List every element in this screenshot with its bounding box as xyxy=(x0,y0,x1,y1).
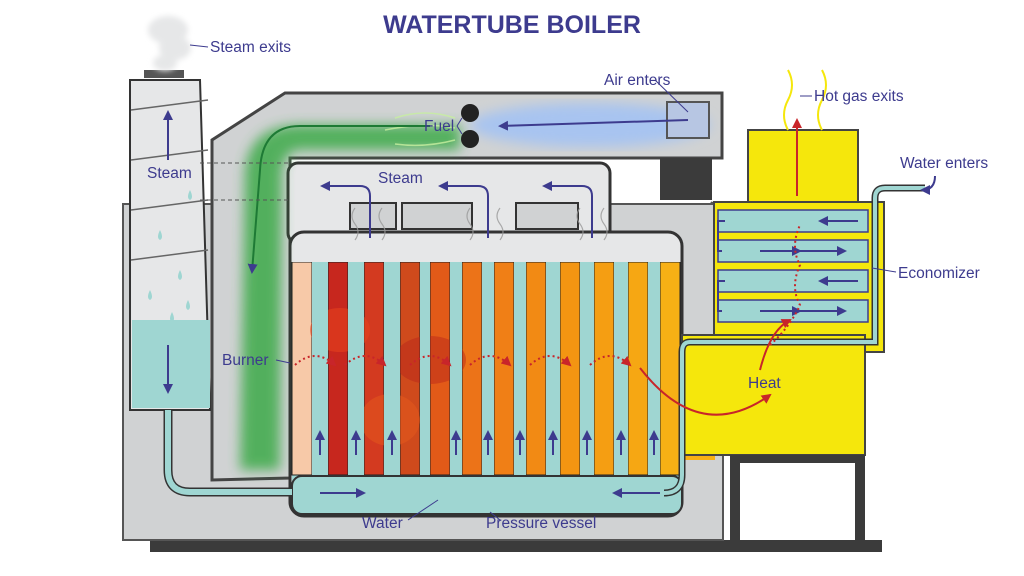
water-drum xyxy=(291,475,683,515)
label-water-enters: Water enters xyxy=(900,155,988,172)
hot-gas-wisps xyxy=(783,69,827,131)
fuel-nozzle-icon xyxy=(461,130,479,148)
steam-wisps xyxy=(351,207,608,241)
label-steam-top: Steam xyxy=(378,170,423,187)
label-heat: Heat xyxy=(748,375,781,392)
fuel-nozzle-icon xyxy=(461,104,479,122)
separator-baffles xyxy=(130,99,209,261)
label-hot-gas-exits: Hot gas exits xyxy=(814,88,904,105)
label-fuel: Fuel xyxy=(424,118,454,135)
base-platform xyxy=(150,540,882,552)
label-water: Water xyxy=(362,515,403,532)
steam-arrows xyxy=(320,181,593,238)
label-steam-left: Steam xyxy=(147,165,192,182)
air-flow xyxy=(470,103,710,147)
label-pressure-vessel: Pressure vessel xyxy=(486,515,596,532)
economizer-unit xyxy=(681,129,885,540)
leader-lines xyxy=(189,44,897,521)
diagram-title: WATERTUBE BOILER xyxy=(383,11,641,39)
heat-arrow-icon xyxy=(294,224,802,416)
water-droplet-icon xyxy=(148,190,192,322)
flow-arrow-icon-group xyxy=(315,430,659,455)
label-air-enters: Air enters xyxy=(604,72,671,89)
steam-plume-icon xyxy=(148,16,191,71)
label-economizer: Economizer xyxy=(898,265,980,282)
label-burner: Burner xyxy=(222,352,269,369)
label-steam-exits: Steam exits xyxy=(210,39,291,56)
tube-gaps xyxy=(312,262,660,475)
